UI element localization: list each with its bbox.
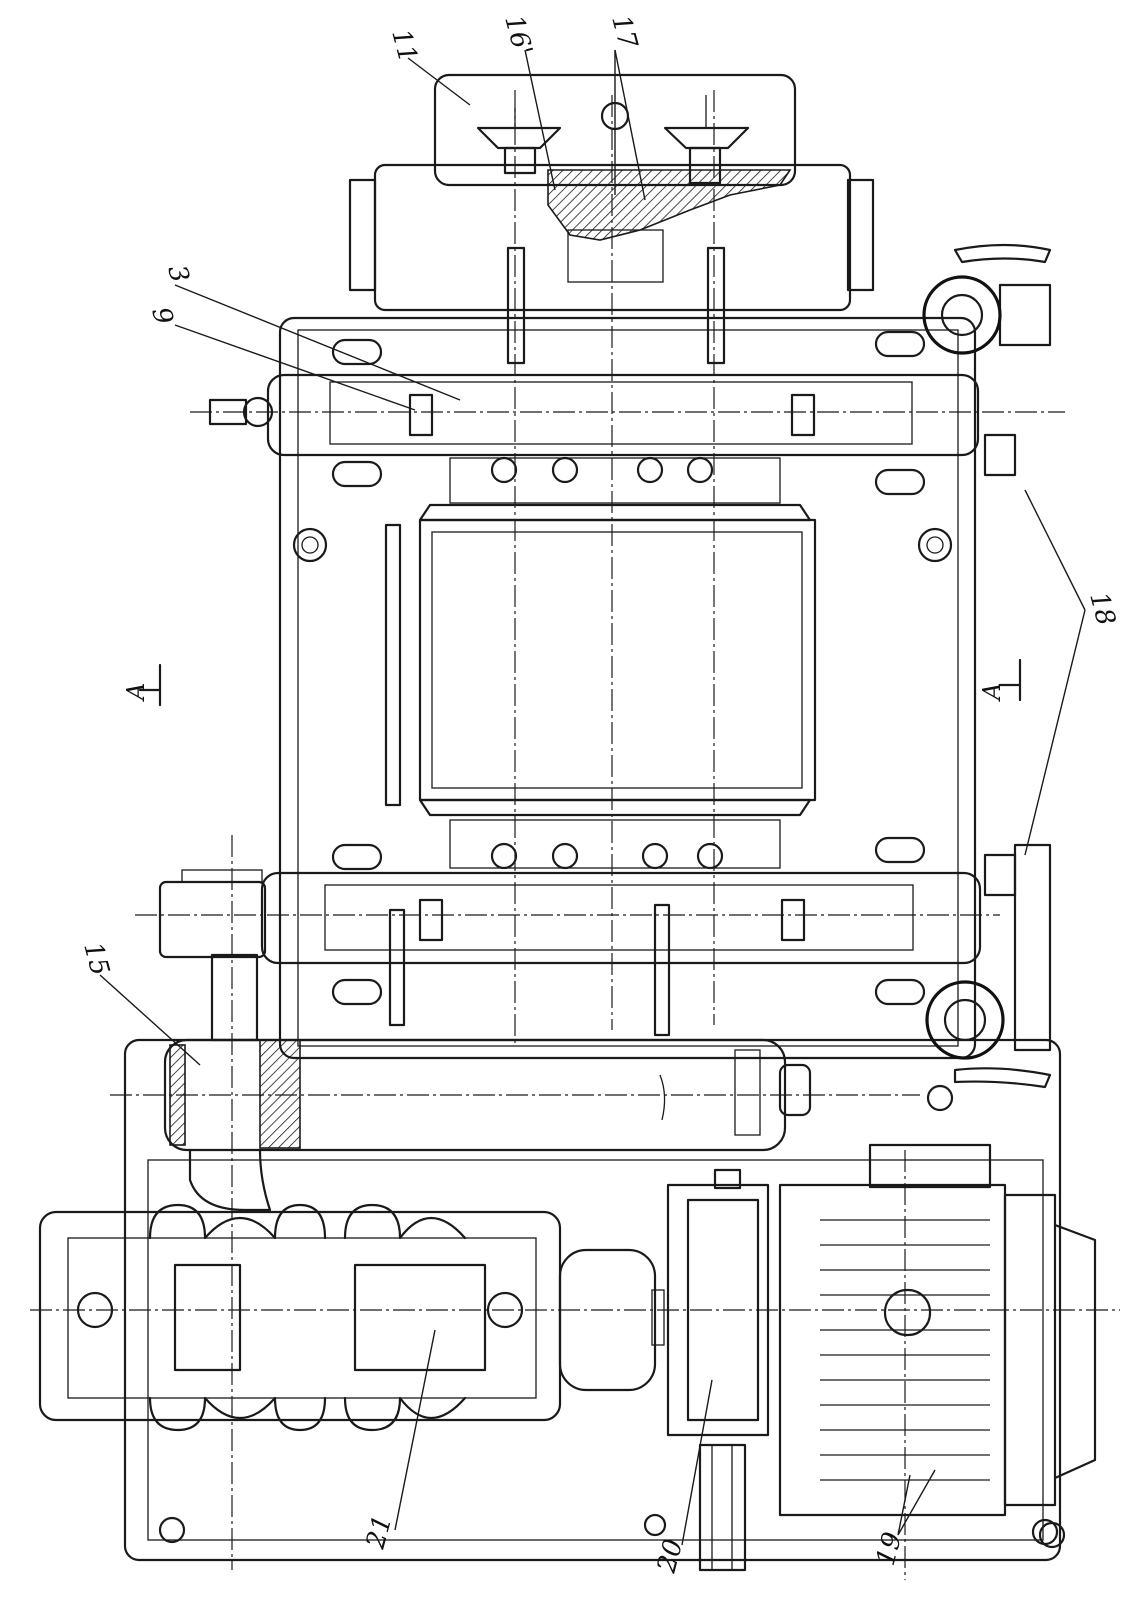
motor-19 <box>778 1143 1097 1549</box>
right-rollers <box>922 243 1052 1112</box>
label-9: 9 <box>145 304 178 328</box>
centre-lines <box>30 90 1120 1580</box>
part-labels: 3 9 11 16' 17 18 15 21 20 19 <box>77 12 1121 1577</box>
section-label-right: A <box>978 683 1006 702</box>
base-frame <box>123 316 1062 1562</box>
label-20: 20 <box>652 1536 690 1577</box>
label-17: 17 <box>605 12 643 52</box>
label-3: 3 <box>161 262 194 286</box>
top-housing <box>348 73 875 312</box>
section-label-left: A <box>122 683 150 702</box>
section-mark-right: A <box>978 658 1022 702</box>
upper-crossbeam <box>208 373 980 457</box>
base-bolts <box>158 1513 1059 1546</box>
label-16: 16' <box>498 12 537 59</box>
lower-crossbeam <box>158 869 982 965</box>
label-19: 19 <box>871 1529 909 1569</box>
section-mark-left: A <box>122 663 162 707</box>
label-15: 15 <box>77 939 115 979</box>
label-11: 11 <box>385 26 423 66</box>
label-18: 18 <box>1083 589 1121 629</box>
gearbox-21 <box>38 1148 665 1432</box>
central-roll-area <box>384 246 817 1037</box>
label-21: 21 <box>361 1512 399 1553</box>
leader-lines <box>99 49 1086 1546</box>
housing-cutaway <box>547 169 792 241</box>
drum-15 <box>163 953 812 1152</box>
frame-slots <box>292 330 953 1006</box>
coupling-20 <box>666 1168 770 1572</box>
